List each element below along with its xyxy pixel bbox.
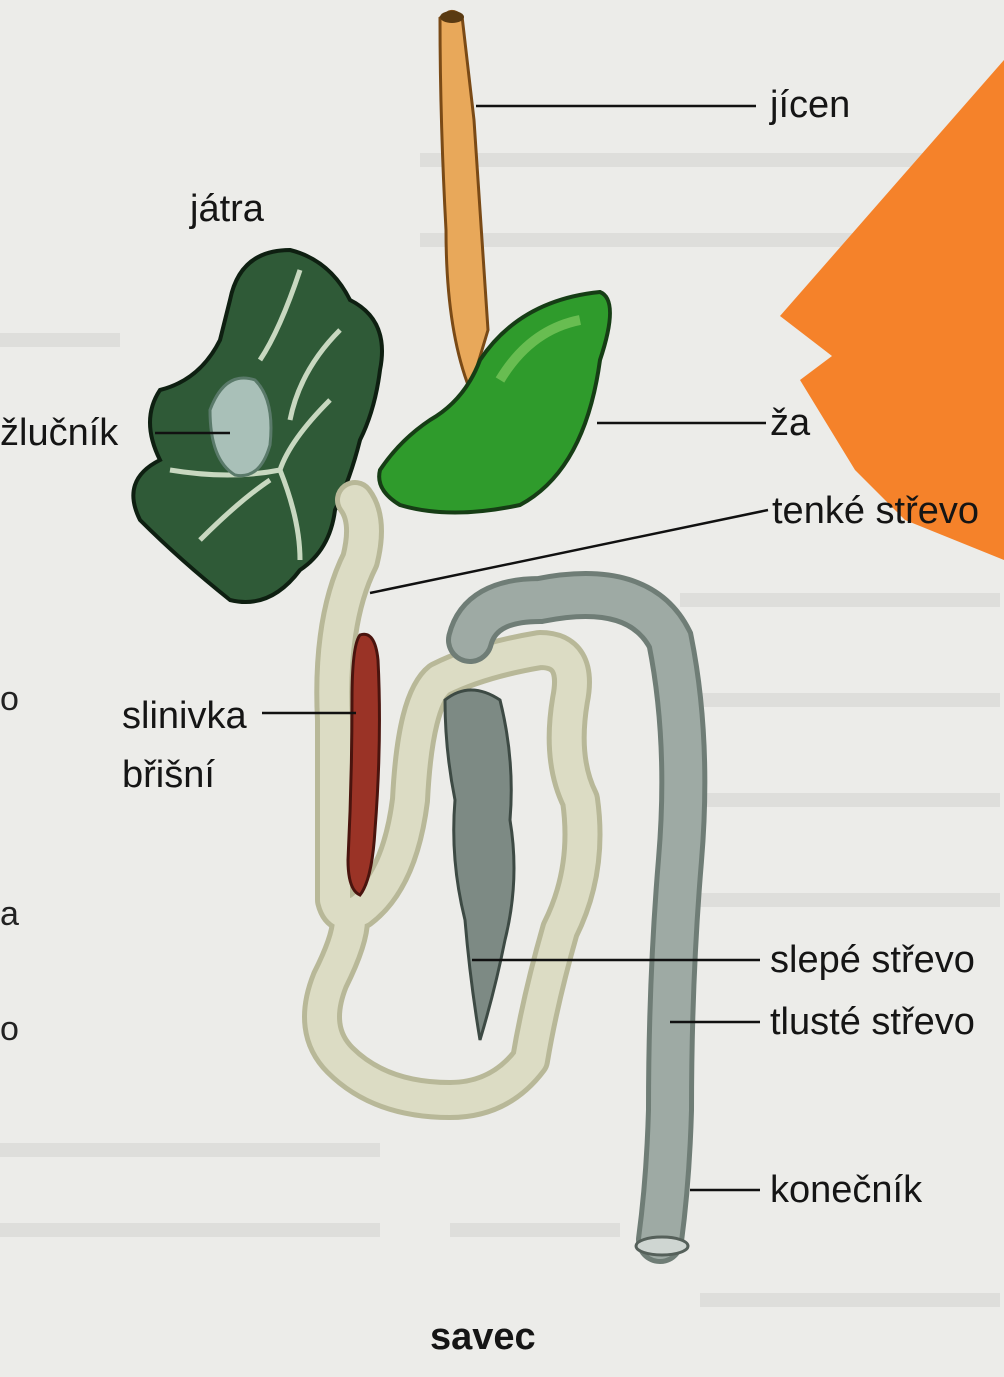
label-gallbladder: žlučník bbox=[0, 414, 118, 452]
label-liver: játra bbox=[190, 190, 264, 228]
caption-savec: savec bbox=[430, 1318, 536, 1356]
esophagus-opening bbox=[440, 11, 464, 23]
label-rectum: konečník bbox=[770, 1171, 922, 1209]
edge-fragment-2: a bbox=[0, 895, 19, 934]
label-large-intestine: tlusté střevo bbox=[770, 1003, 975, 1041]
esophagus-shape bbox=[440, 11, 488, 390]
label-pancreas-line1: slinivka bbox=[122, 697, 247, 735]
orange-overlay-shape bbox=[780, 60, 1004, 560]
edge-fragment-1: o bbox=[0, 680, 19, 719]
label-small-intestine: tenké střevo bbox=[772, 492, 1004, 530]
label-esophagus: jícen bbox=[770, 86, 850, 124]
cecum-shape bbox=[445, 690, 514, 1040]
label-pancreas-line2: břišní bbox=[122, 756, 215, 794]
edge-fragment-3: o bbox=[0, 1010, 19, 1049]
rectum-opening bbox=[636, 1237, 688, 1255]
pancreas-shape bbox=[348, 634, 379, 895]
label-stomach-partial: ža bbox=[770, 404, 810, 442]
label-cecum: slepé střevo bbox=[770, 941, 975, 979]
